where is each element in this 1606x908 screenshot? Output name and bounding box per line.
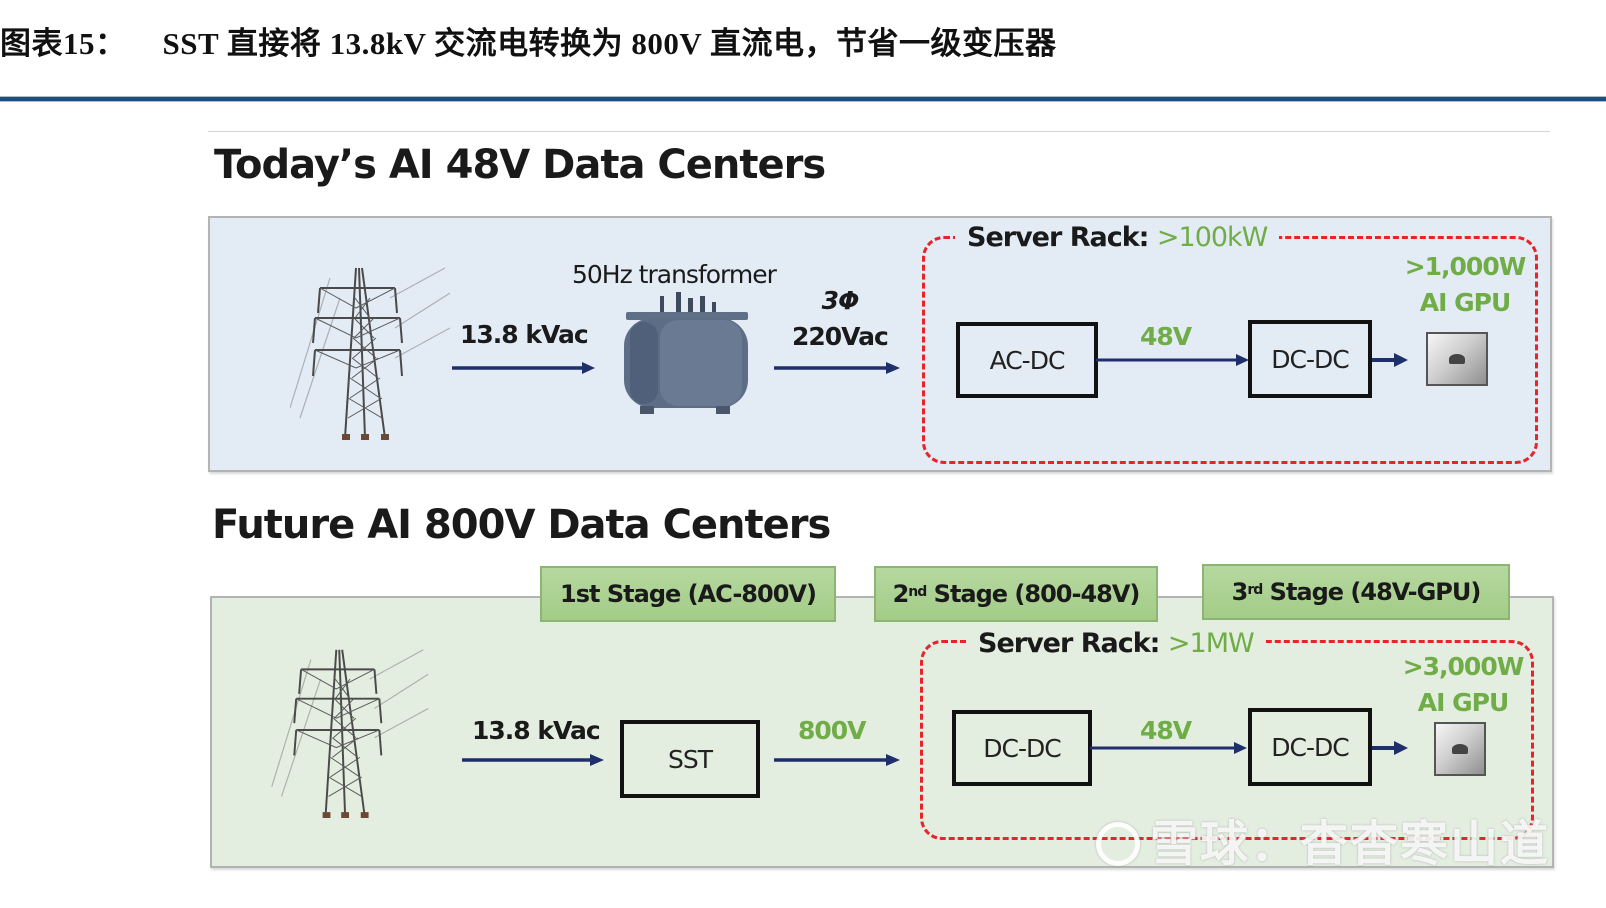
right-arrow-icon (774, 754, 900, 766)
today-output-voltage-label: 220Vac (792, 322, 889, 351)
dc-dc-converter-box: DC-DC (1248, 320, 1372, 398)
future-gpu-power-label: >3,000W (1402, 652, 1525, 681)
stage-text: Stage (48V-GPU) (1262, 578, 1482, 606)
today-rack-label: Server Rack: >100kW (955, 222, 1280, 253)
figure-number: 图表15： (0, 26, 127, 61)
today-gpu-label: AI GPU (1419, 288, 1512, 317)
rack-label-key: Server Rack: (978, 628, 1160, 659)
gpu-chip-icon (1426, 332, 1488, 386)
right-arrow-icon (1372, 353, 1408, 367)
rack-power-value: >1MW (1167, 628, 1255, 659)
stage-1-header: 1st Stage (AC-800V) (540, 566, 836, 622)
figure-caption: 图表15： SST 直接将 13.8kV 交流电转换为 800V 直流电，节省一级… (0, 18, 1057, 63)
stage-sup: nd (908, 584, 927, 600)
future-input-voltage-label: 13.8 kVac (472, 716, 601, 745)
stage-prefix: 2 (892, 580, 910, 608)
watermark: 雪球：杳杳寒山道 (1096, 804, 1550, 874)
right-arrow-icon (462, 754, 604, 766)
ac-dc-converter-box: AC-DC (956, 322, 1098, 398)
stage-prefix: 3 (1231, 578, 1249, 606)
stage-text: Stage (AC-800V) (599, 580, 817, 608)
transmission-tower-icon (271, 649, 429, 818)
today-gpu-power-label: >1,000W (1404, 252, 1527, 281)
right-arrow-icon (774, 362, 900, 374)
today-panel (208, 216, 1552, 472)
stage-sup: rd (1247, 582, 1263, 598)
stage-text: Stage (800-48V) (926, 580, 1141, 608)
rack-power-value: >100kW (1156, 222, 1268, 253)
figure-title: SST 直接将 13.8kV 交流电转换为 800V 直流电，节省一级变压器 (162, 26, 1057, 61)
gpu-chip-icon (1434, 722, 1486, 776)
future-bus-voltage-label: 48V (1140, 716, 1192, 745)
today-input-voltage-label: 13.8 kVac (460, 320, 589, 349)
sst-output-voltage-label: 800V (798, 716, 867, 745)
today-bus-voltage-label: 48V (1140, 322, 1192, 351)
rack-label-key: Server Rack: (967, 222, 1149, 253)
phase-label: 3Φ (821, 286, 860, 315)
stage-prefix: 1st (560, 580, 600, 608)
right-arrow-icon (1096, 354, 1249, 366)
dc-dc-converter-box-2: DC-DC (1248, 708, 1372, 786)
snowball-logo-icon (1096, 822, 1140, 866)
future-gpu-label: AI GPU (1417, 688, 1510, 717)
future-rack-label: Server Rack: >1MW (966, 628, 1266, 659)
dc-dc-converter-box-1: DC-DC (952, 710, 1092, 786)
transformer-icon (624, 292, 748, 414)
caption-rule (0, 96, 1606, 102)
right-arrow-icon (452, 362, 595, 374)
transmission-tower-icon (290, 267, 450, 440)
sst-box: SST (620, 720, 760, 798)
today-section-title: Today’s AI 48V Data Centers (214, 142, 826, 188)
right-arrow-icon (1372, 741, 1408, 755)
divider (208, 131, 1550, 132)
future-section-title: Future AI 800V Data Centers (212, 502, 831, 548)
right-arrow-icon (1090, 742, 1247, 754)
watermark-text: 雪球：杳杳寒山道 (1150, 816, 1551, 872)
transformer-label: 50Hz transformer (572, 260, 777, 289)
